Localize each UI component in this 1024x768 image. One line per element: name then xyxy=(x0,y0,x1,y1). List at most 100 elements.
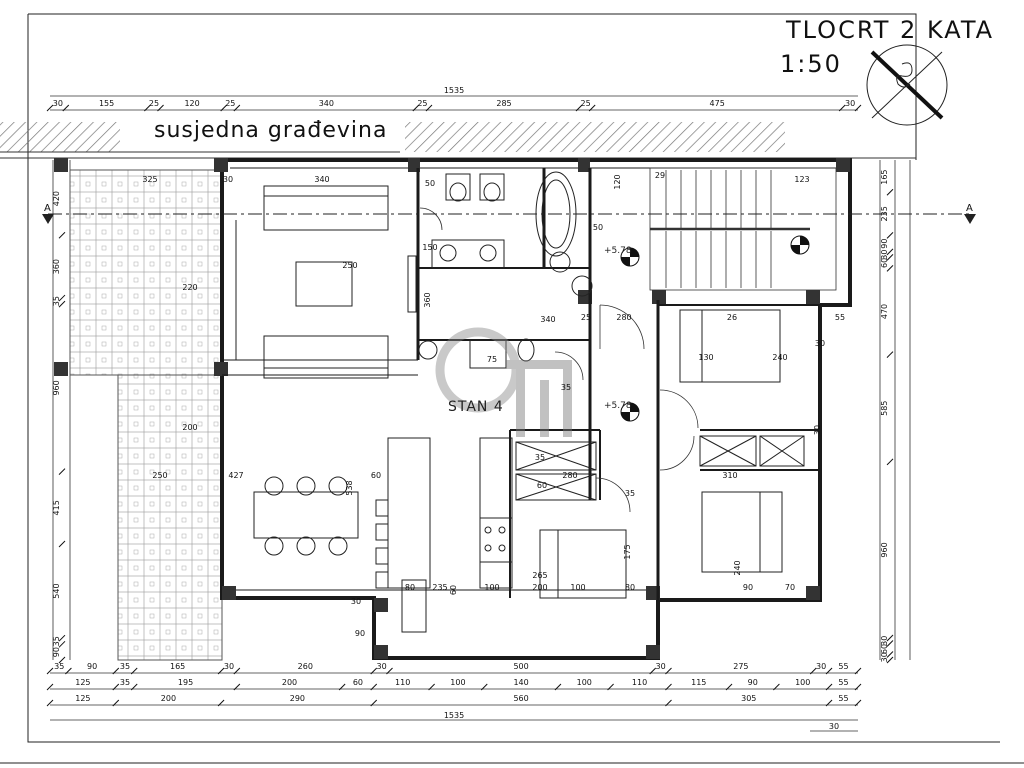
dimension-label: 30 xyxy=(815,339,825,348)
dimension-tick xyxy=(65,667,72,675)
dimension-tick xyxy=(386,667,393,675)
dimension-label: 115 xyxy=(691,678,706,687)
door-swings xyxy=(419,207,699,513)
dimension-chain-top xyxy=(50,95,858,111)
dimension-tick xyxy=(233,104,241,112)
dimension-tick xyxy=(854,667,862,675)
dimension-tick xyxy=(112,667,120,675)
dimension-label: 30 xyxy=(377,662,387,671)
dimension-label: 75 xyxy=(487,355,497,364)
dimension-label: 30 xyxy=(880,636,889,646)
dimension-label: 80 xyxy=(405,583,415,592)
staircase xyxy=(649,167,837,291)
dimension-label: 100 xyxy=(795,678,810,687)
sheet-frame xyxy=(0,13,1024,764)
dimension-label: 123 xyxy=(794,175,809,184)
dimension-label: 475 xyxy=(710,99,725,108)
dimension-tick xyxy=(338,683,346,691)
dimension-tick xyxy=(825,683,833,691)
dimension-tick xyxy=(886,232,894,239)
dimension-tick xyxy=(854,104,862,112)
dimension-tick xyxy=(665,699,672,707)
dimension-tick xyxy=(886,656,894,664)
dimension-label: 60 xyxy=(353,678,363,687)
dimension-tick xyxy=(886,265,894,272)
dimension-label: 25 xyxy=(225,99,235,108)
terrace-paving xyxy=(69,169,223,376)
dimension-label: 29 xyxy=(655,171,665,180)
dimension-label: 310 xyxy=(722,471,737,480)
dimension-tick xyxy=(112,699,120,707)
dimension-label: 35 xyxy=(535,453,545,462)
watermark-logo xyxy=(435,327,572,437)
dimension-label: 35 xyxy=(54,662,64,671)
dimension-label: 120 xyxy=(613,174,622,189)
section-axis-label-left: A xyxy=(44,203,51,214)
dimension-label: 30 xyxy=(829,722,839,731)
dimension-label: 140 xyxy=(513,678,528,687)
dimension-label: 280 xyxy=(562,471,577,480)
dimension-label: 30 xyxy=(813,425,822,435)
dimension-label: 155 xyxy=(99,99,114,108)
dimension-label: 90 xyxy=(880,239,889,249)
dimension-tick xyxy=(58,640,66,648)
dimension-tick xyxy=(886,634,894,642)
dimension-label: 960 xyxy=(52,380,61,395)
dimension-label: 90 xyxy=(355,629,365,638)
neighbor-hatch-right xyxy=(405,122,785,152)
dimension-tick xyxy=(144,104,151,112)
dimension-label: 55 xyxy=(838,694,848,703)
dimension-tick xyxy=(665,667,672,675)
living-furniture xyxy=(235,185,389,379)
dimension-label: 165 xyxy=(170,662,185,671)
dimension-label: 35 xyxy=(120,662,130,671)
dimension-label: 30 xyxy=(845,99,855,108)
dimension-tick xyxy=(886,248,894,256)
dimension-label: 30 xyxy=(53,99,63,108)
dimension-label: 235 xyxy=(880,206,889,221)
dimension-label: 340 xyxy=(314,175,329,184)
neighbor-building-label: susjedna građevina xyxy=(150,118,392,143)
dimension-tick xyxy=(46,699,54,707)
dimension-tick xyxy=(725,683,733,691)
dimension-tick xyxy=(46,667,54,675)
dimension-tick xyxy=(58,656,66,664)
dimension-label: 90 xyxy=(743,583,753,592)
dimension-label: 305 xyxy=(741,694,756,703)
dimension-tick xyxy=(854,683,862,691)
dimension-label: 90 xyxy=(748,678,758,687)
dimension-label: 200 xyxy=(282,678,297,687)
dimension-tick xyxy=(46,683,54,691)
dimension-tick xyxy=(886,188,894,196)
dimension-label: 125 xyxy=(75,694,90,703)
dimension-label: 35 xyxy=(52,296,61,306)
dimension-tick xyxy=(886,254,894,261)
drawing-title: TLOCRT 2 KATA xyxy=(786,16,995,44)
dimension-tick xyxy=(233,667,241,675)
dimension-label: 280 xyxy=(616,313,631,322)
dimension-tick xyxy=(886,651,894,658)
dimension-label: 80 xyxy=(625,583,635,592)
dimension-label: 220 xyxy=(182,283,197,292)
dimension-tick xyxy=(412,104,420,112)
dimension-chain-right xyxy=(879,160,911,660)
dimension-label: 25 xyxy=(417,99,427,108)
dimension-label: 200 xyxy=(161,694,176,703)
dimension-label: 285 xyxy=(496,99,511,108)
dimension-label: 265 xyxy=(532,571,547,580)
dimension-tick xyxy=(854,699,862,707)
section-axis-label-right: A xyxy=(966,203,973,214)
dimension-tick xyxy=(58,634,66,642)
dimension-tick xyxy=(217,699,225,707)
dimension-label: 585 xyxy=(880,401,889,416)
dimension-tick xyxy=(58,294,66,302)
dimension-label: 55 xyxy=(838,678,848,687)
dimension-label: 165 xyxy=(880,169,889,184)
dimension-label: 235 xyxy=(432,583,447,592)
dimension-label: 55 xyxy=(835,313,845,322)
dimension-label: 420 xyxy=(52,191,61,206)
dimension-label: 200 xyxy=(182,423,197,432)
dimension-label: 240 xyxy=(733,560,742,575)
dimension-label: 55 xyxy=(838,662,848,671)
